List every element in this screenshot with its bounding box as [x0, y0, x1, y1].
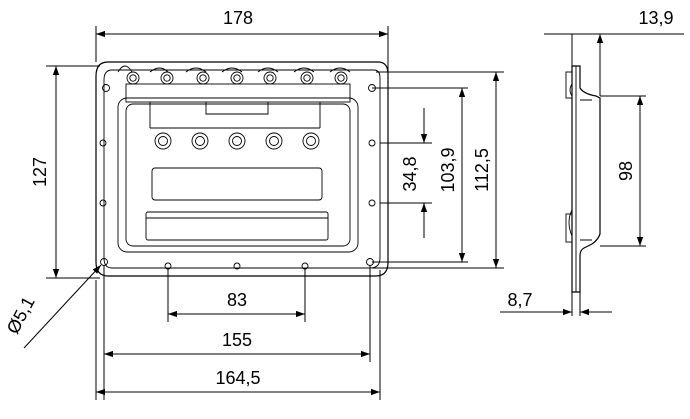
hole: [300, 71, 314, 85]
dim-overall-height: 127: [30, 157, 50, 187]
dim-thickness: 13,9: [638, 8, 673, 28]
hole: [129, 74, 137, 82]
mount-hole: [102, 84, 110, 92]
dim-height-3: 34,8: [400, 156, 420, 191]
dimension-labels: 178 13,9 127 112,5 103,9 34,8 98 Ø5,1 83…: [3, 8, 674, 388]
hole: [303, 74, 311, 82]
hole: [199, 74, 207, 82]
hole: [230, 71, 244, 85]
side-profile: [571, 65, 601, 293]
mount-hole: [233, 262, 241, 270]
hole: [160, 71, 174, 85]
hinge-tabs: [149, 102, 321, 129]
dim-bottom-1: 83: [227, 290, 247, 310]
mount-hole: [99, 199, 107, 207]
side-view: [565, 65, 601, 293]
dim-hole-diameter: Ø5,1: [3, 293, 39, 337]
hole: [334, 71, 348, 85]
handle-bar: [145, 211, 329, 241]
recess-inner: [125, 103, 351, 247]
dim-bottom-3: 164,5: [215, 368, 260, 388]
dim-height-1: 112,5: [472, 148, 492, 192]
hole: [163, 74, 171, 82]
hole: [126, 71, 140, 85]
handle-slot: [151, 167, 323, 201]
dim-side-depth: 8,7: [507, 290, 532, 310]
dim-bottom-2: 155: [222, 330, 252, 350]
dim-overall-width: 178: [223, 8, 253, 28]
hole: [263, 71, 277, 85]
hole: [266, 74, 274, 82]
dimension-lines: [23, 26, 684, 400]
mount-hole: [368, 199, 376, 207]
middle-hole-row: [154, 132, 320, 150]
front-view: [95, 61, 389, 277]
dim-side-height: 98: [616, 161, 636, 181]
plate-outline: [95, 61, 389, 277]
recess-outer: [117, 97, 359, 253]
mount-hole: [368, 139, 376, 147]
hole: [196, 71, 210, 85]
hole: [337, 74, 345, 82]
top-hole-row: [102, 65, 376, 92]
dim-height-2: 103,9: [438, 147, 458, 192]
hole: [233, 74, 241, 82]
mount-hole: [99, 139, 107, 147]
